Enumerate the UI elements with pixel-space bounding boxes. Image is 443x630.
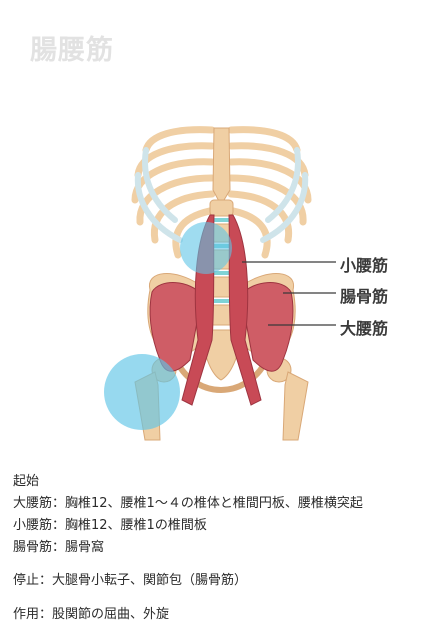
origin-heading: 起始 [13,474,40,489]
iliacus-label: 腸骨筋 [340,287,389,306]
anatomy-illustration [104,126,336,441]
insertion-text: 停止：大腿骨小転子、関節包（腸骨筋） [13,573,248,588]
insertion-highlight [104,354,180,430]
page-title: 腸腰筋 [30,35,114,66]
origin-psoas-major: 大腰筋：胸椎12、腰椎1～４の椎体と椎間円板、腰椎横突起 [13,496,363,511]
action-text: 作用：股関節の屈曲、外旋 [13,607,170,622]
psoas-minor-label: 小腰筋 [340,256,389,275]
origin-iliacus: 腸骨筋：腸骨窩 [13,540,105,555]
rib-cage [131,126,312,259]
iliacus-right [240,282,294,372]
psoas-major-label: 大腰筋 [340,319,389,338]
origin-highlight [180,222,232,274]
origin-psoas-minor: 小腰筋：胸椎12、腰椎1の椎間板 [13,518,207,533]
